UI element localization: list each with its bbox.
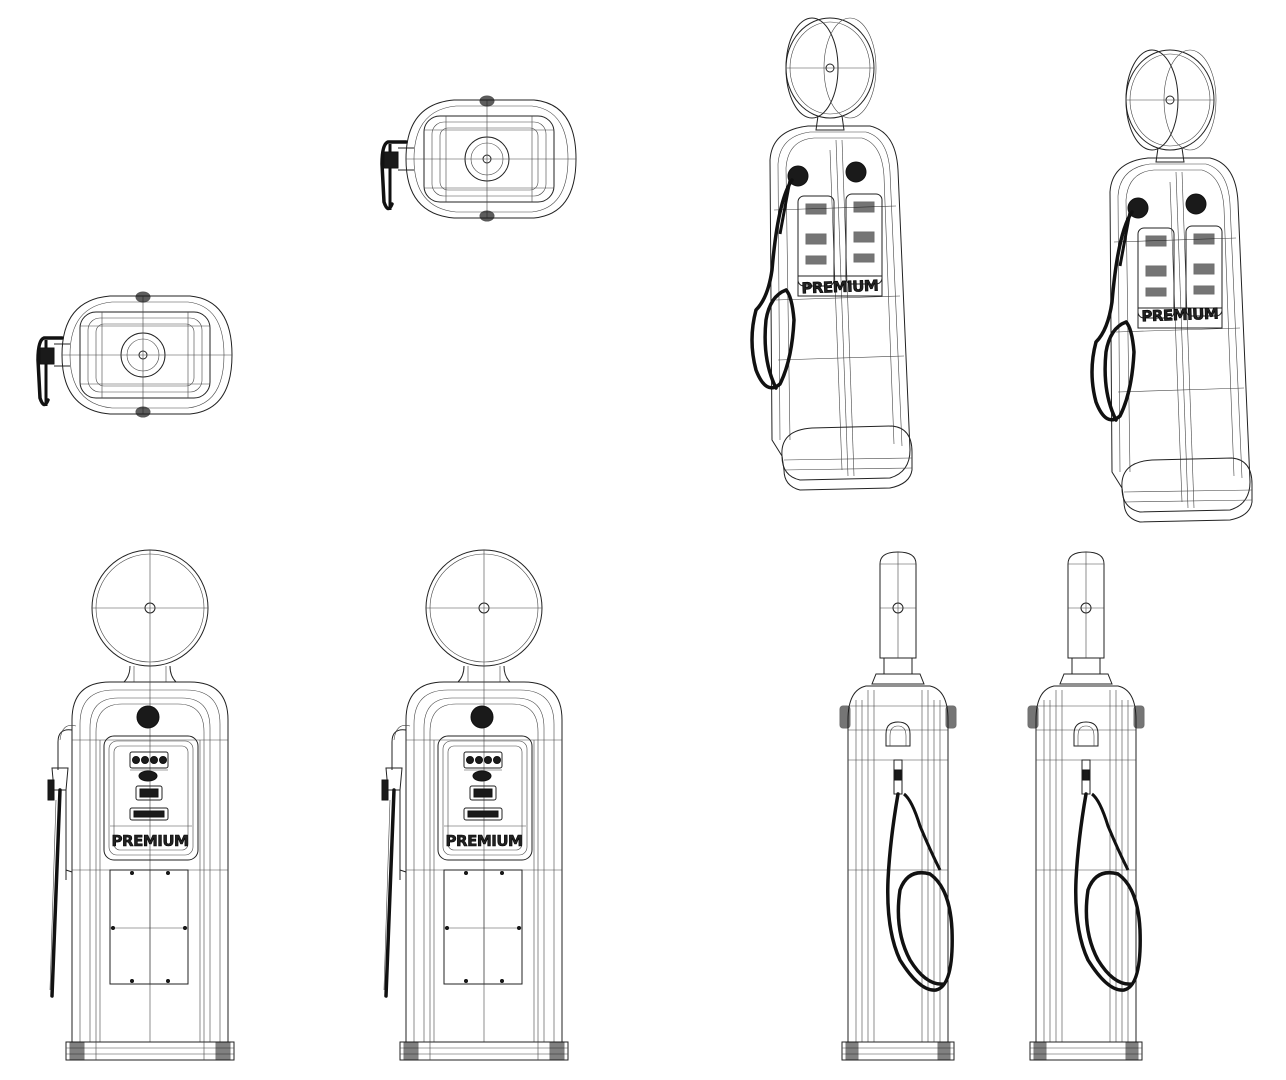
side-view-2 bbox=[1026, 550, 1146, 1062]
top-view-1 bbox=[36, 290, 234, 419]
premium-label: PREMIUM bbox=[446, 832, 523, 850]
perspective-premium-label-2: PREMIUM bbox=[1141, 305, 1218, 326]
top-view-2 bbox=[380, 94, 578, 223]
perspective-premium-label: PREMIUM bbox=[801, 277, 878, 298]
front-view-1: PREMIUM bbox=[46, 548, 236, 1062]
perspective-view-2 bbox=[1090, 48, 1254, 524]
side-view-1 bbox=[838, 550, 958, 1062]
front-view-2: PREMIUM bbox=[380, 548, 570, 1062]
premium-label: PREMIUM bbox=[112, 832, 189, 850]
perspective-view-1 bbox=[750, 16, 914, 492]
